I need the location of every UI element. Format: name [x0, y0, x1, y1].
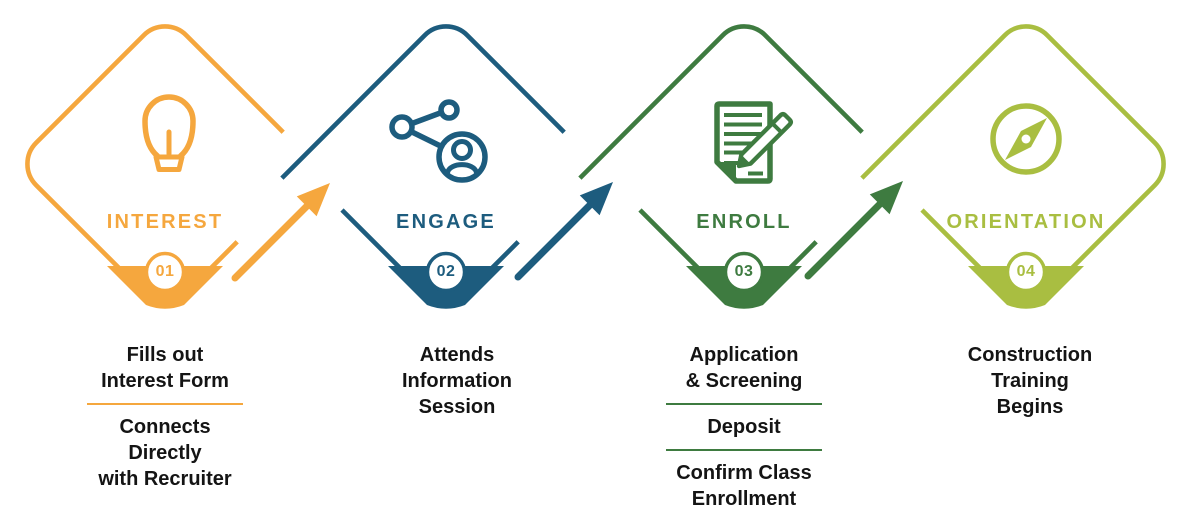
step4-note-1: Construction Training Begins — [967, 344, 1093, 418]
step1-badge-circle — [144, 251, 186, 293]
step4-diamond — [860, 24, 1166, 309]
application-form-icon — [714, 101, 793, 184]
step1-title: INTEREST — [106, 211, 224, 233]
step1-note-2: Connects Directly with Recruiter — [98, 416, 232, 490]
step3-badge-circle — [723, 251, 765, 293]
step1-note-1: Fills out Interest Form — [101, 344, 229, 392]
step3-note-3: Confirm Class Enrollment — [676, 462, 812, 510]
step2-title: ENGAGE — [396, 211, 496, 233]
arrow-step1-to-step2 — [231, 183, 330, 282]
step3-note-1: Application & Screening — [685, 344, 803, 392]
process-graphic — [25, 24, 1166, 309]
step3-notes: Application & Screening Deposit Confirm … — [594, 342, 894, 512]
step2-number: 02 — [436, 263, 456, 280]
compass-icon — [990, 103, 1062, 175]
step1-divider — [87, 403, 243, 405]
share-network-icon — [389, 99, 488, 183]
step2-diamond-outline — [280, 24, 566, 304]
step3-divider-1 — [666, 403, 822, 405]
arrow-step3-to-step4 — [804, 181, 903, 280]
arrow-step2-to-step3 — [514, 182, 613, 281]
step1-notes: Fills out Interest Form Connects Directl… — [15, 342, 315, 492]
step1-number: 01 — [155, 263, 175, 280]
step4-notes: Construction Training Begins — [880, 342, 1180, 420]
step4-title: ORIENTATION — [946, 211, 1106, 233]
step3-title: ENROLL — [696, 211, 792, 233]
step4-number: 04 — [1016, 263, 1036, 280]
step1-diamond — [25, 24, 285, 309]
step3-diamond — [578, 24, 864, 309]
step3-note-2: Deposit — [707, 416, 781, 438]
step2-notes: Attends Information Session — [307, 342, 607, 420]
lightbulb-icon — [142, 94, 196, 172]
step3-divider-2 — [666, 449, 822, 451]
step2-badge-circle — [425, 251, 467, 293]
step3-number: 03 — [734, 263, 754, 280]
step2-diamond — [280, 24, 566, 309]
step2-note-1: Attends Information Session — [402, 344, 512, 418]
step4-badge-circle — [1005, 251, 1047, 293]
